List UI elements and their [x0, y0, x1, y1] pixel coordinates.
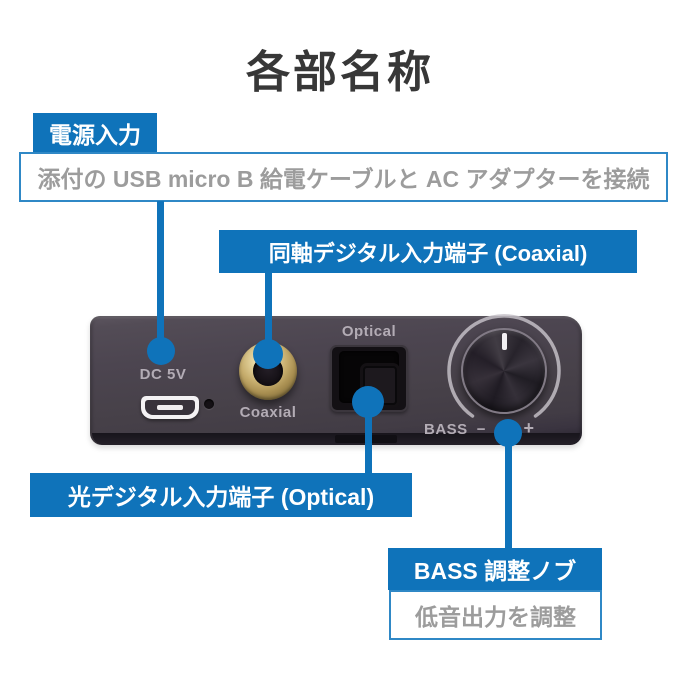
bass-knob-caption-text: BASS	[424, 421, 468, 438]
bass-knob-scale-arc	[447, 314, 561, 418]
coaxial-input-callout-label: 同軸デジタル入力端子 (Coaxial)	[219, 230, 637, 273]
dc5v-port-label: DC 5V	[139, 366, 187, 383]
page-title: 各部名称	[246, 48, 434, 97]
micro-usb-port-tongue	[157, 405, 183, 410]
micro-usb-port-cavity	[145, 400, 195, 415]
callout-line-bass	[505, 433, 512, 550]
bass-knob-callout-description: 低音出力を調整	[389, 590, 602, 640]
bass-knob-indicator	[501, 333, 507, 350]
coaxial-port-label: Coaxial	[239, 404, 297, 421]
callout-line-power	[157, 201, 164, 353]
callout-dot-optical	[352, 386, 384, 418]
callout-dot-coaxial	[253, 339, 283, 369]
callout-dot-power	[147, 337, 175, 365]
callout-line-optical	[365, 400, 372, 475]
power-input-callout-description: 添付の USB micro B 給電ケーブルと AC アダプターを接続	[19, 152, 668, 202]
bass-knob-caption: BASS −	[424, 421, 494, 438]
callout-line-coaxial	[265, 272, 272, 356]
callout-dot-bass	[494, 419, 522, 447]
bass-knob-callout-label: BASS 調整ノブ	[388, 548, 602, 590]
optical-port-label: Optical	[341, 323, 397, 340]
optical-input-callout-label: 光デジタル入力端子 (Optical)	[30, 473, 412, 517]
bass-plus-symbol: +	[523, 418, 535, 438]
micro-usb-port	[141, 396, 199, 419]
power-input-callout-label: 電源入力	[33, 113, 157, 152]
bass-minus-symbol: −	[476, 421, 486, 438]
bass-knob	[461, 328, 547, 414]
led-indicator-hole	[204, 399, 214, 409]
